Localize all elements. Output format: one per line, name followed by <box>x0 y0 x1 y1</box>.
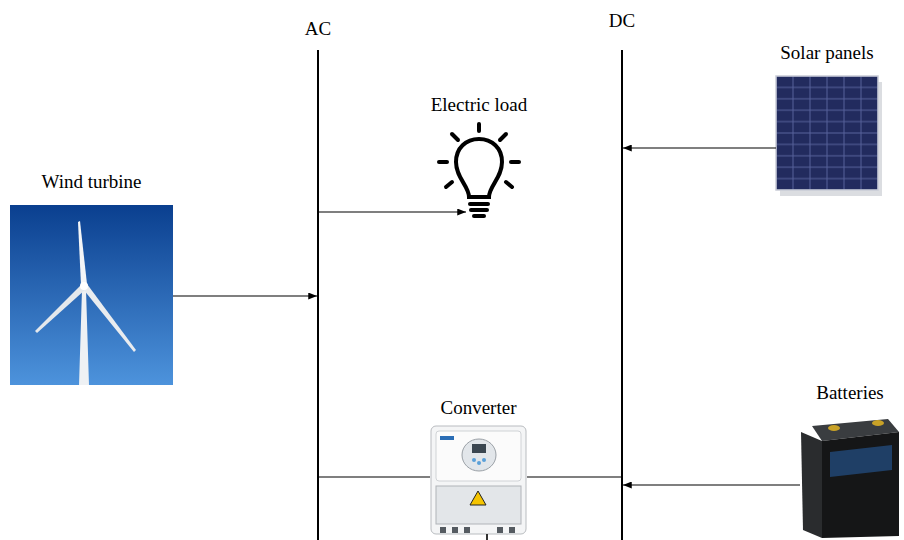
bus-bar <box>317 50 319 540</box>
panel-area <box>776 76 878 190</box>
sky <box>10 205 173 385</box>
blade <box>35 284 86 333</box>
gland <box>452 527 458 533</box>
blade <box>78 221 87 285</box>
solar-panel-picture <box>776 76 882 196</box>
light-ray <box>500 134 506 140</box>
front-panel <box>436 431 521 481</box>
solar-node: Solar panels <box>776 42 878 190</box>
power-flow-line <box>527 476 621 477</box>
load-icon: Electric load <box>431 94 528 220</box>
terminal <box>828 425 840 431</box>
button <box>482 458 486 462</box>
bulb-base <box>471 208 487 212</box>
battery-node: Batteries <box>800 382 900 538</box>
node-heading: AC <box>305 18 331 40</box>
gland <box>509 527 515 533</box>
turbine-area <box>10 205 173 385</box>
power-flow-line <box>319 476 430 477</box>
converter-node: Converter <box>430 397 527 537</box>
logo <box>440 436 454 440</box>
node-heading: Wind turbine <box>41 171 141 193</box>
blade <box>83 284 136 352</box>
converter-area <box>430 425 527 537</box>
wind-node: Wind turbine <box>10 171 173 385</box>
terminal-cover <box>436 486 521 524</box>
housing <box>431 426 526 534</box>
bus-bar <box>621 50 623 540</box>
power-flow-line <box>623 147 776 148</box>
power-flow-line <box>319 211 466 212</box>
converter-picture <box>431 426 526 540</box>
light-ray <box>446 182 452 187</box>
light-ray <box>506 182 512 187</box>
button <box>477 461 481 465</box>
panel <box>776 76 878 190</box>
node-heading: Solar panels <box>780 42 873 64</box>
gland <box>464 527 470 533</box>
bulb-icon <box>439 124 519 216</box>
node-heading: Batteries <box>816 382 884 404</box>
hub <box>80 282 88 290</box>
node-heading: Converter <box>441 397 517 419</box>
bulb-glass <box>456 139 502 197</box>
display-ring <box>462 439 496 471</box>
light-ray <box>439 160 447 164</box>
battery-sticker <box>830 445 892 477</box>
wind-turbine-picture <box>10 205 173 385</box>
ac-bus: AC <box>305 18 331 540</box>
screen <box>472 444 486 453</box>
battery-front <box>822 432 899 538</box>
dc-bus: DC <box>609 10 635 540</box>
light-ray <box>452 134 458 140</box>
node-heading: DC <box>609 10 635 32</box>
gland <box>497 527 503 533</box>
power-flow-line <box>173 295 317 296</box>
light-ray <box>477 124 481 131</box>
power-flow-line <box>623 484 800 485</box>
light-ray <box>511 160 519 164</box>
bulb-base <box>474 214 484 218</box>
terminal <box>872 420 884 426</box>
battery-picture <box>801 419 899 538</box>
node-heading: Electric load <box>431 94 528 116</box>
bulb-base <box>470 202 488 206</box>
tower <box>79 290 89 385</box>
bulb-area <box>466 122 492 220</box>
battery-side <box>801 432 822 538</box>
cable <box>486 534 488 540</box>
gland <box>440 527 446 533</box>
warning-sign <box>470 491 486 505</box>
button <box>472 458 476 462</box>
battery-area <box>800 418 900 538</box>
